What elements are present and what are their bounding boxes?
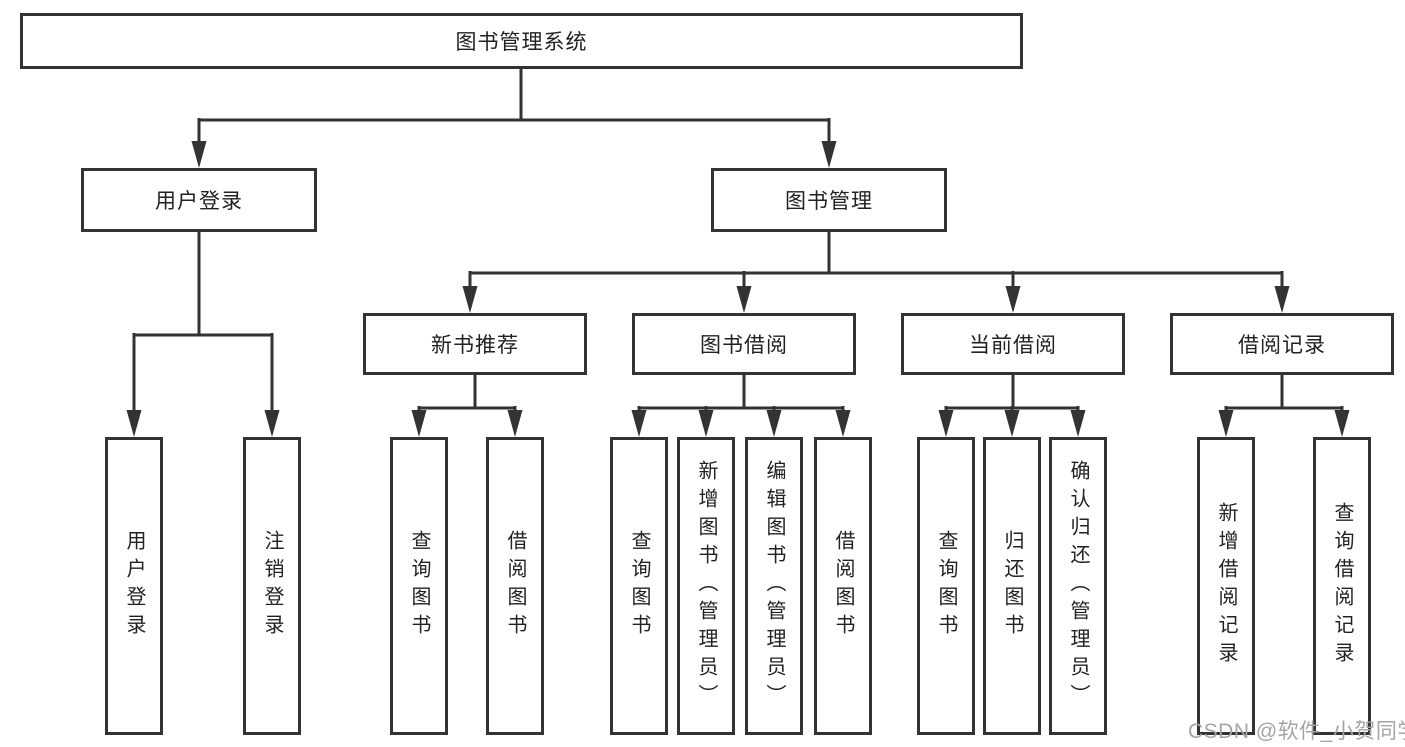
leaf-query-books-2: 查询图书: [610, 437, 668, 735]
leaf-borrow-books-2: 借阅图书: [814, 437, 872, 735]
leaf-borrow-books-1: 借阅图书: [486, 437, 544, 735]
leaf-add-borrow-record: 新增借阅记录: [1197, 437, 1255, 735]
leaf-user-login: 用户登录: [105, 437, 163, 735]
leaf-query-books-3: 查询图书: [917, 437, 975, 735]
node-current-borrowing: 当前借阅: [901, 313, 1125, 375]
leaf-query-books-1: 查询图书: [390, 437, 448, 735]
leaf-confirm-return-admin: 确认归还（管理员）: [1049, 437, 1107, 735]
leaf-add-book-admin: 新增图书（管理员）: [677, 437, 735, 735]
leaf-return-books: 归还图书: [983, 437, 1041, 735]
leaf-query-borrow-record: 查询借阅记录: [1313, 437, 1371, 735]
leaf-logout: 注销登录: [243, 437, 301, 735]
node-book-borrowing: 图书借阅: [632, 313, 856, 375]
node-user-login: 用户登录: [81, 168, 317, 232]
node-book-management: 图书管理: [711, 168, 947, 232]
node-borrowing-records: 借阅记录: [1170, 313, 1394, 375]
leaf-edit-book-admin: 编辑图书（管理员）: [745, 437, 803, 735]
node-new-book-recommend: 新书推荐: [363, 313, 587, 375]
node-library-management-system: 图书管理系统: [20, 13, 1023, 69]
csdn-watermark: CSDN @软件_小贺同学: [1188, 720, 1405, 743]
